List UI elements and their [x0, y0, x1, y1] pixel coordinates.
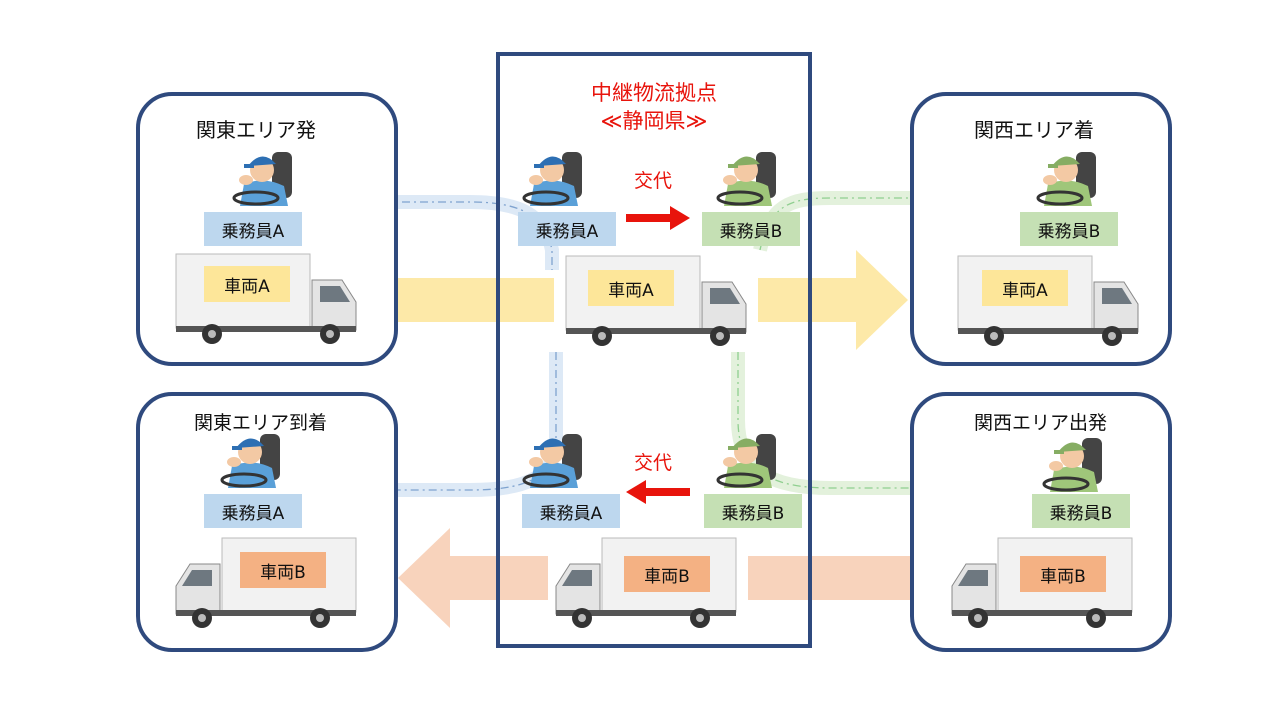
red-arrow-icon [626, 206, 690, 230]
crew-b-label: 乗務員B [702, 212, 800, 246]
vehicle-b-label: 車両B [624, 556, 710, 592]
crew-b-label: 乗務員B [1020, 212, 1118, 246]
crew-a-label: 乗務員A [204, 494, 302, 528]
driver-a-icon [232, 152, 292, 206]
driver-a-icon [522, 434, 582, 488]
hub-title-line2: ≪静岡県≫ [600, 109, 708, 133]
vehicle-a-label: 車両A [982, 270, 1068, 306]
truck-icon [957, 255, 1139, 346]
kanto-depart-title: 関東エリア発 [196, 118, 316, 142]
vehicle-a-label: 車両A [588, 270, 674, 306]
crew-a-label: 乗務員A [522, 494, 620, 528]
vehicle-a-label: 車両A [204, 266, 290, 302]
red-arrow-icon [626, 480, 690, 504]
kansai-arrive-title: 関西エリア着 [974, 118, 1094, 142]
crew-b-label: 乗務員B [704, 494, 802, 528]
driver-b-icon [716, 152, 776, 206]
driver-b-icon [716, 434, 776, 488]
kanto-arrive-title: 関東エリア到着 [194, 412, 328, 434]
vehicle-b-label: 車両B [1020, 556, 1106, 592]
relay-hub-box: 中継物流拠点 ≪静岡県≫ [496, 52, 812, 648]
vehicle-b-label: 車両B [240, 552, 326, 588]
swap-label-top: 交代 [634, 170, 673, 192]
swap-label-bottom: 交代 [634, 452, 673, 474]
crew-b-label: 乗務員B [1032, 494, 1130, 528]
crew-a-label: 乗務員A [204, 212, 302, 246]
driver-b-icon [1036, 152, 1096, 206]
driver-a-icon [522, 152, 582, 206]
kansai-depart-title: 関西エリア出発 [974, 412, 1108, 434]
crew-a-label: 乗務員A [518, 212, 616, 246]
truck-icon [951, 537, 1133, 628]
hub-title-line1: 中継物流拠点 [591, 81, 717, 105]
driver-b-icon [1042, 438, 1102, 492]
driver-a-icon [220, 434, 280, 488]
